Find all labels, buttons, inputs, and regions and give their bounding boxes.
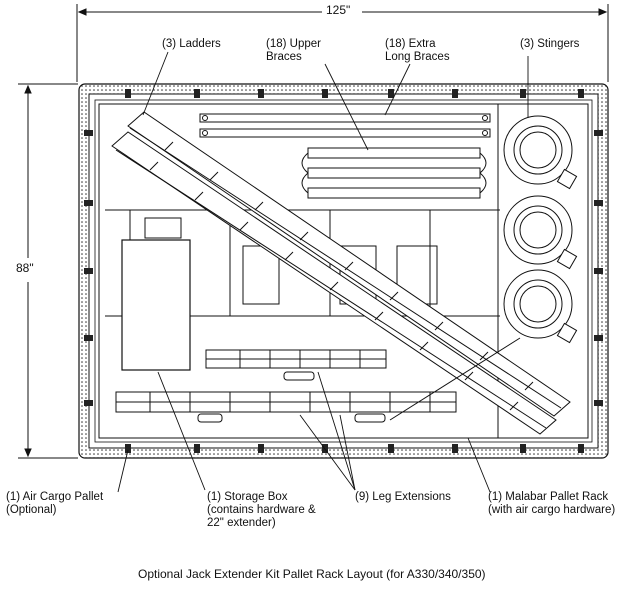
width-dimension-label: 125" <box>326 3 351 17</box>
extra-long-braces <box>301 147 487 199</box>
caption: Optional Jack Extender Kit Pallet Rack L… <box>138 567 486 581</box>
label-storage-box: (1) Storage Box (contains hardware & 22"… <box>207 491 316 530</box>
height-dimension-label: 88" <box>16 261 34 275</box>
label-stingers: (3) Stingers <box>520 38 580 50</box>
height-dimension <box>18 83 78 459</box>
label-leg-extensions: (9) Leg Extensions <box>355 491 451 503</box>
ladders <box>111 111 571 435</box>
leg-extensions <box>115 349 457 423</box>
stingers <box>503 115 578 344</box>
label-upper-braces: (18) Upper Braces <box>266 38 321 64</box>
storage-box <box>121 239 191 371</box>
label-extra-long-braces: (18) Extra Long Braces <box>385 38 450 64</box>
label-air-cargo-pallet: (1) Air Cargo Pallet (Optional) <box>6 491 104 517</box>
width-dimension <box>76 4 609 82</box>
label-malabar-pallet-rack: (1) Malabar Pallet Rack (with air cargo … <box>488 491 616 517</box>
upper-braces <box>199 113 491 138</box>
leader-lines <box>117 51 529 493</box>
tie-down-rings <box>84 89 603 453</box>
label-ladders: (3) Ladders <box>162 38 221 50</box>
